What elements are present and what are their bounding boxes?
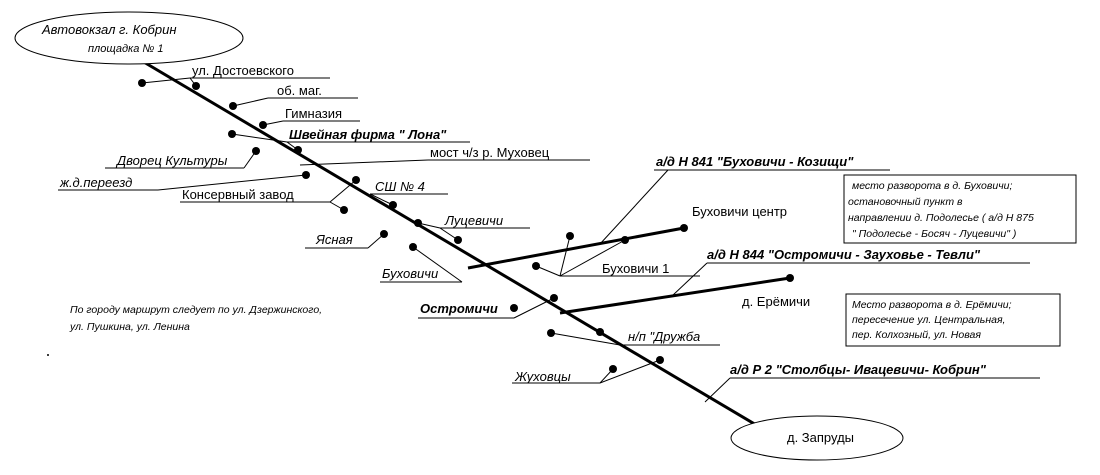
stop-druzhba: н/п "Дружба xyxy=(547,328,720,346)
stop-konserv: Консервный завод xyxy=(180,176,360,214)
stop-ob-mag: об. маг. xyxy=(229,83,358,110)
note-line: пер. Колхозный, ул. Новая xyxy=(852,329,981,341)
road-label: а/д Н 841 "Буховичи - Козищи" xyxy=(656,154,854,169)
note-line: направлении д. Подолесье ( а/д Н 875 xyxy=(848,212,1034,224)
road-label: а/д Р 2 "Столбцы- Ивацевичи- Кобрин" xyxy=(730,362,987,377)
stop-label: ж.д.переезд xyxy=(59,175,132,190)
stop-label: д. Ерёмичи xyxy=(742,294,810,309)
stop-lutsevichi: Луцевичи xyxy=(414,213,530,244)
stop-label: ул. Достоевского xyxy=(192,63,294,78)
stop-label: об. маг. xyxy=(277,83,322,98)
stop-label: Буховичи xyxy=(382,266,438,281)
stop-dostoevskogo: ул. Достоевского xyxy=(138,63,330,90)
city-note: По городу маршрут следует по ул. Дзержин… xyxy=(69,304,322,333)
stop-label: мост ч/з р. Муховец xyxy=(430,145,550,160)
stop-dvorets: Дворец Культуры xyxy=(105,147,260,169)
note-line: пересечение ул. Центральная, xyxy=(852,314,1005,326)
end-terminal: д. Запруды xyxy=(730,415,904,461)
buhovichi-turn-note: место разворота в д. Буховичи; остановоч… xyxy=(843,174,1077,244)
branch-buhovichi-line xyxy=(467,226,685,270)
stop-zhuhovtsy: Жуховцы xyxy=(512,356,664,384)
note-line: остановочный пункт в xyxy=(848,196,963,208)
start-terminal-title: Автовокзал г. Кобрин xyxy=(41,22,176,37)
note-line: Место разворота в д. Ерёмичи; xyxy=(852,299,1012,311)
stop-buhovichi-center: Буховичи центр xyxy=(680,204,787,232)
stop-label: СШ № 4 xyxy=(375,179,425,194)
stop-buhovichi: Буховичи xyxy=(380,243,463,283)
stop-label: н/п "Дружба xyxy=(628,329,700,344)
city-note-line1: По городу маршрут следует по ул. Дзержин… xyxy=(70,304,322,316)
road-label: а/д Н 844 "Остромичи - Зауховье - Тевли" xyxy=(707,247,981,262)
stray-dot xyxy=(47,354,49,356)
stop-ostromichi: Остромичи xyxy=(418,294,558,319)
stop-label: Жуховцы xyxy=(514,369,571,384)
stop-label: Ясная xyxy=(315,232,353,247)
stop-label: Буховичи центр xyxy=(692,204,787,219)
stop-buhovichi1: Буховичи 1 xyxy=(532,232,700,277)
stop-label: Луцевичи xyxy=(444,213,503,228)
road-n844: а/д Н 844 "Остромичи - Зауховье - Тевли" xyxy=(671,247,1030,297)
start-terminal: Автовокзал г. Кобрин площадка № 1 xyxy=(14,11,244,65)
stop-yasnaya: Ясная xyxy=(305,230,388,249)
main-route-line xyxy=(136,56,769,434)
eremichi-turn-note: Место разворота в д. Ерёмичи; пересечени… xyxy=(845,293,1061,347)
road-n841: а/д Н 841 "Буховичи - Козищи" xyxy=(599,154,890,245)
stop-label: Швейная фирма " Лона" xyxy=(289,127,447,142)
branch-eremichi-line xyxy=(559,276,791,315)
stop-label: Остромичи xyxy=(420,301,498,316)
city-note-line2: ул. Пушкина, ул. Ленина xyxy=(69,321,190,333)
stop-gimnaziya: Гимназия xyxy=(259,106,360,129)
stop-label: Консервный завод xyxy=(182,187,294,202)
note-line: место разворота в д. Буховичи; xyxy=(852,180,1012,192)
stop-label: Буховичи 1 xyxy=(602,261,669,276)
stop-sh4: СШ № 4 xyxy=(369,179,448,209)
stop-lona: Швейная фирма " Лона" xyxy=(228,127,470,154)
stop-pereezd: ж.д.переезд xyxy=(58,171,310,191)
end-terminal-label: д. Запруды xyxy=(787,430,854,445)
stop-eremichi: д. Ерёмичи xyxy=(742,274,810,309)
road-p2: а/д Р 2 "Столбцы- Ивацевичи- Кобрин" xyxy=(704,362,1040,403)
stop-label: Гимназия xyxy=(285,106,342,121)
start-terminal-subtitle: площадка № 1 xyxy=(88,43,164,55)
stop-label: Дворец Культуры xyxy=(115,153,228,168)
stop-most: мост ч/з р. Муховец xyxy=(299,145,590,166)
note-line: " Подолесье - Босяч - Луцевичи" ) xyxy=(852,228,1016,240)
